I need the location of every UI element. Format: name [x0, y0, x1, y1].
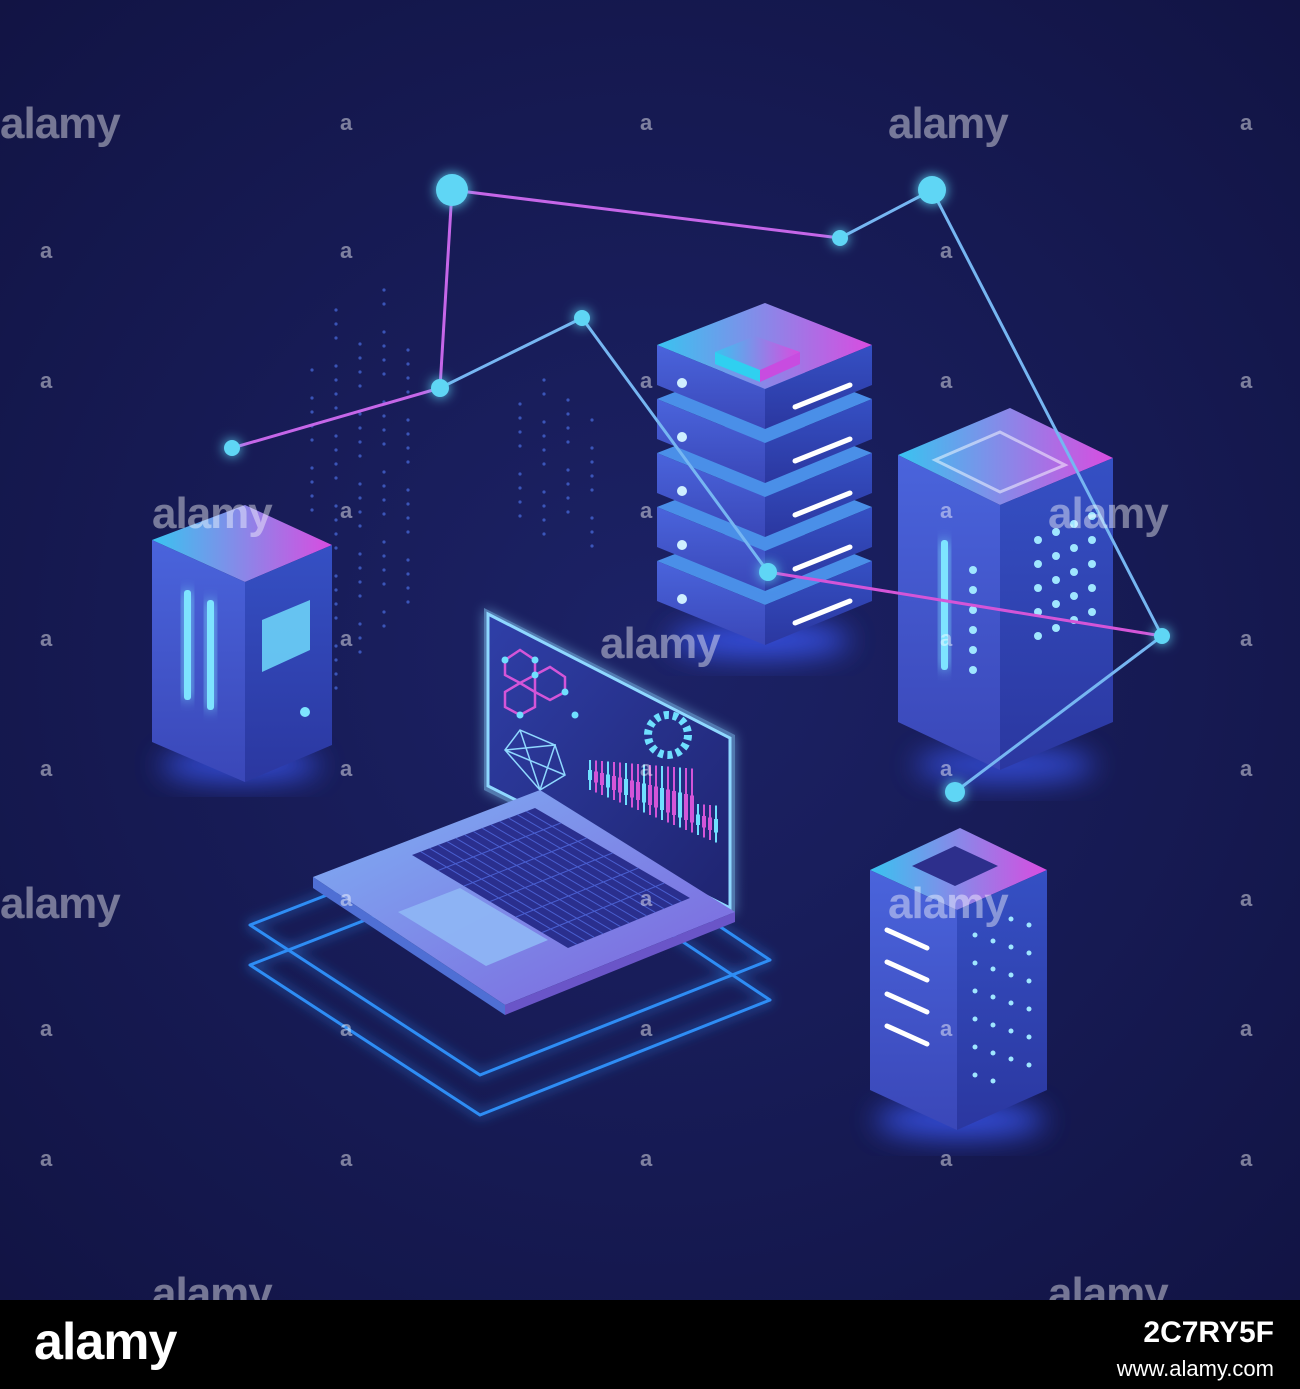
watermark-word: alamy — [1048, 1269, 1169, 1301]
watermark-letter: a — [940, 368, 953, 393]
watermark-word: alamy — [152, 1269, 273, 1301]
watermark-letter: a — [1240, 1016, 1253, 1041]
server-center-stack — [657, 303, 872, 645]
watermark-letter: a — [640, 1016, 653, 1041]
site-url: www.alamy.com — [1116, 1356, 1274, 1381]
watermark-letter: a — [40, 238, 53, 263]
watermark-letter: a — [40, 626, 53, 651]
watermark-word: alamy — [0, 879, 121, 928]
watermark-letter: a — [340, 110, 353, 135]
watermark-letter: a — [340, 1016, 353, 1041]
server-left — [152, 505, 332, 782]
watermark-letter: a — [640, 886, 653, 911]
footer-bar: alamy 2C7RY5F www.alamy.com — [0, 1300, 1300, 1389]
watermark-letter: a — [340, 886, 353, 911]
watermark-letter: a — [940, 756, 953, 781]
image-id: 2C7RY5F — [1143, 1316, 1274, 1349]
watermark-letter: a — [340, 1146, 353, 1171]
watermark-letter: a — [340, 498, 353, 523]
watermark-word: alamy — [888, 879, 1009, 928]
watermark-letter: a — [340, 626, 353, 651]
watermark-letter: a — [940, 238, 953, 263]
illustration: alamy alamy alamy alamy alamy alamy alamy alamy… — [0, 0, 1300, 1300]
watermark-word: alamy — [888, 99, 1009, 148]
watermark-word: alamy — [152, 489, 273, 538]
watermark-letter: a — [1240, 756, 1253, 781]
network-lines — [231, 188, 1164, 794]
watermark-letter: a — [40, 1016, 53, 1041]
server-lower-right — [870, 828, 1047, 1130]
footer-image-info: 2C7RY5F www.alamy.com — [1117, 1312, 1274, 1385]
laptop — [313, 608, 735, 1015]
watermark-letter: a — [1240, 368, 1253, 393]
watermark-letter: a — [640, 110, 653, 135]
footer-logo: alamy — [34, 1313, 177, 1371]
network-nodes — [224, 174, 1170, 802]
watermark-letter: a — [940, 1016, 953, 1041]
watermark-letter: a — [640, 1146, 653, 1171]
watermark-letter: a — [340, 756, 353, 781]
watermark-letter: a — [1240, 626, 1253, 651]
watermark-letter: a — [640, 498, 653, 523]
server-right — [898, 408, 1113, 770]
watermark-letter: a — [1240, 110, 1253, 135]
watermark-letter: a — [40, 368, 53, 393]
watermark-word: alamy — [0, 99, 121, 148]
watermark-letter: a — [940, 498, 953, 523]
watermark-word: alamy — [1048, 489, 1169, 538]
watermark-letter: a — [340, 238, 353, 263]
watermark-letter: a — [1240, 886, 1253, 911]
watermark-letter: a — [1240, 1146, 1253, 1171]
watermark-letter: a — [940, 1146, 953, 1171]
watermark-letter: a — [40, 756, 53, 781]
watermark-letter: a — [940, 626, 953, 651]
watermark-letter: a — [640, 368, 653, 393]
watermark-letter: a — [40, 1146, 53, 1171]
watermark-letter: a — [640, 756, 653, 781]
watermark-word: alamy — [600, 619, 721, 668]
